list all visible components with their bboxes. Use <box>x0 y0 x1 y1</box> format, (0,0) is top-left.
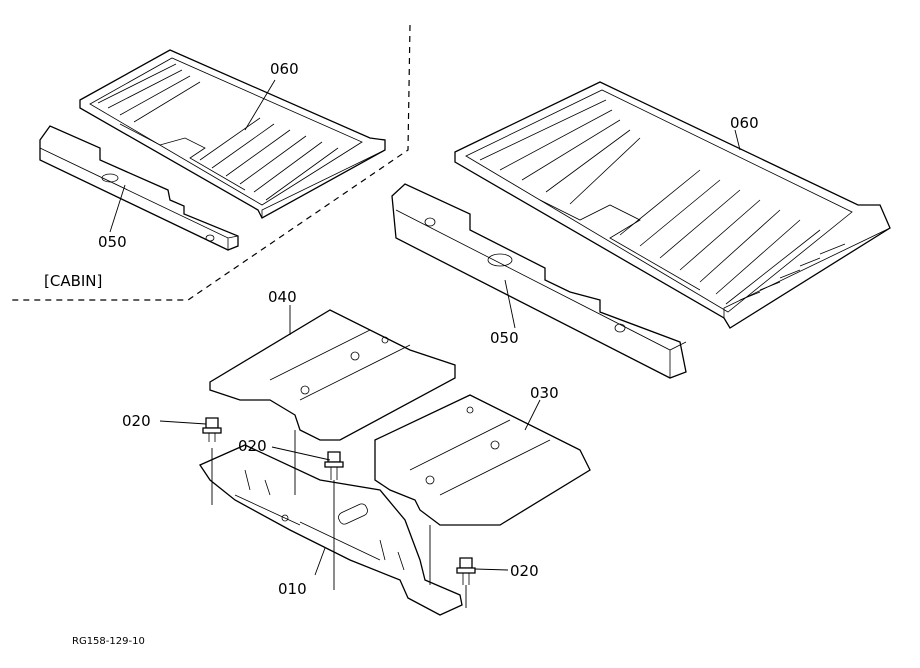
figure-code: RG158-129-10 <box>72 636 145 647</box>
label-050: 050 <box>490 329 519 347</box>
bolt-020-b <box>324 451 344 480</box>
label-010: 010 <box>278 580 307 598</box>
label-cabin: [CABIN] <box>44 272 102 290</box>
label-060: 060 <box>730 114 759 132</box>
label-060-cabin: 060 <box>270 60 299 78</box>
bracket-050 <box>391 183 687 379</box>
label-020-c: 020 <box>510 562 539 580</box>
bolt-020-a <box>202 417 222 442</box>
label-020-a: 020 <box>122 412 151 430</box>
floor-plate-040 <box>209 309 456 441</box>
floor-mat-060 <box>454 81 891 329</box>
label-050-cabin: 050 <box>98 233 127 251</box>
floor-plate-030 <box>374 394 591 526</box>
floor-frame-010 <box>199 444 463 616</box>
cabin-boundary-line <box>12 24 411 301</box>
label-020-b: 020 <box>238 437 267 455</box>
floor-mat-060-cabin <box>79 49 386 219</box>
bracket-050-cabin <box>39 125 239 251</box>
label-040: 040 <box>268 288 297 306</box>
bolt-020-c <box>456 557 476 585</box>
label-030: 030 <box>530 384 559 402</box>
